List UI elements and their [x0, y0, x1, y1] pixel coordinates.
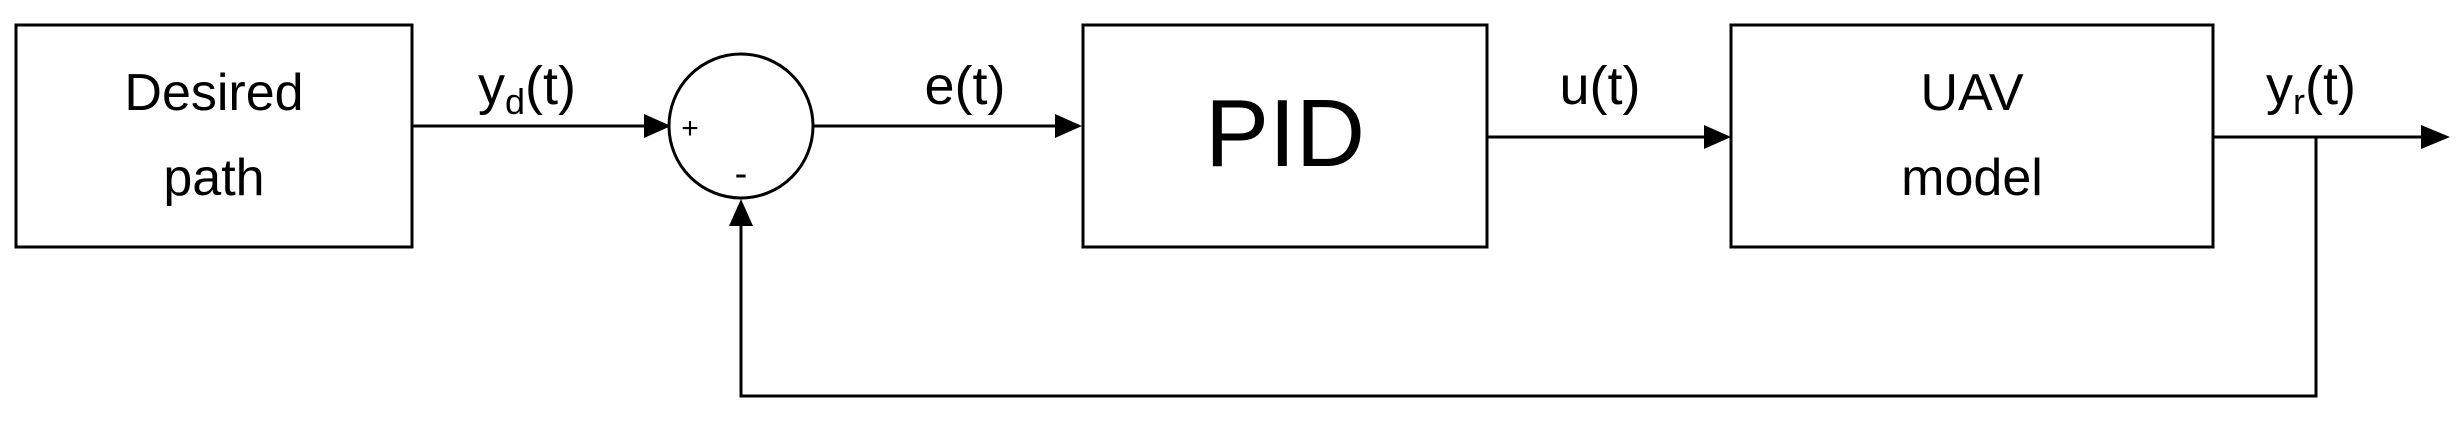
error-signal-arrowhead: [1055, 114, 1082, 138]
feedback-path-arrowhead: [729, 199, 753, 226]
summing-junction-minus-sign: -: [735, 153, 748, 195]
desired-path-label-line1: Desired: [124, 64, 303, 122]
uav-model-block: UAV model: [1729, 23, 2215, 249]
signal-label-u: u(t): [1560, 56, 1641, 116]
uav-model-label-line1: UAV: [1920, 64, 2023, 122]
desired-path-block: Desired path: [14, 23, 414, 249]
feedback-path-wire: [739, 137, 2318, 398]
signal-label-yr-argument: (t): [2305, 56, 2356, 116]
control-signal-arrowhead: [1704, 125, 1731, 149]
summing-junction-plus-sign: +: [681, 112, 699, 145]
signal-label-yr: yr(t): [2266, 56, 2356, 122]
pid-controller-block: PID: [1081, 23, 1489, 249]
signal-label-e: e(t): [925, 56, 1006, 116]
signal-label-yd-argument: (t): [525, 56, 576, 116]
signal-label-yd-base: y: [478, 56, 505, 116]
signal-label-yd: yd(t): [478, 56, 576, 122]
desired-path-label-line2: path: [163, 149, 264, 207]
uav-model-label-line2: model: [1901, 149, 2043, 207]
pid-controller-label: PID: [1205, 80, 1365, 187]
output-signal-arrowhead: [2421, 125, 2450, 149]
signal-label-yd-subscript: d: [505, 81, 525, 122]
signal-label-yr-subscript: r: [2293, 81, 2305, 122]
summing-junction: + -: [667, 52, 815, 200]
signal-label-yr-base: y: [2266, 56, 2293, 116]
reference-signal-arrowhead: [644, 114, 671, 138]
